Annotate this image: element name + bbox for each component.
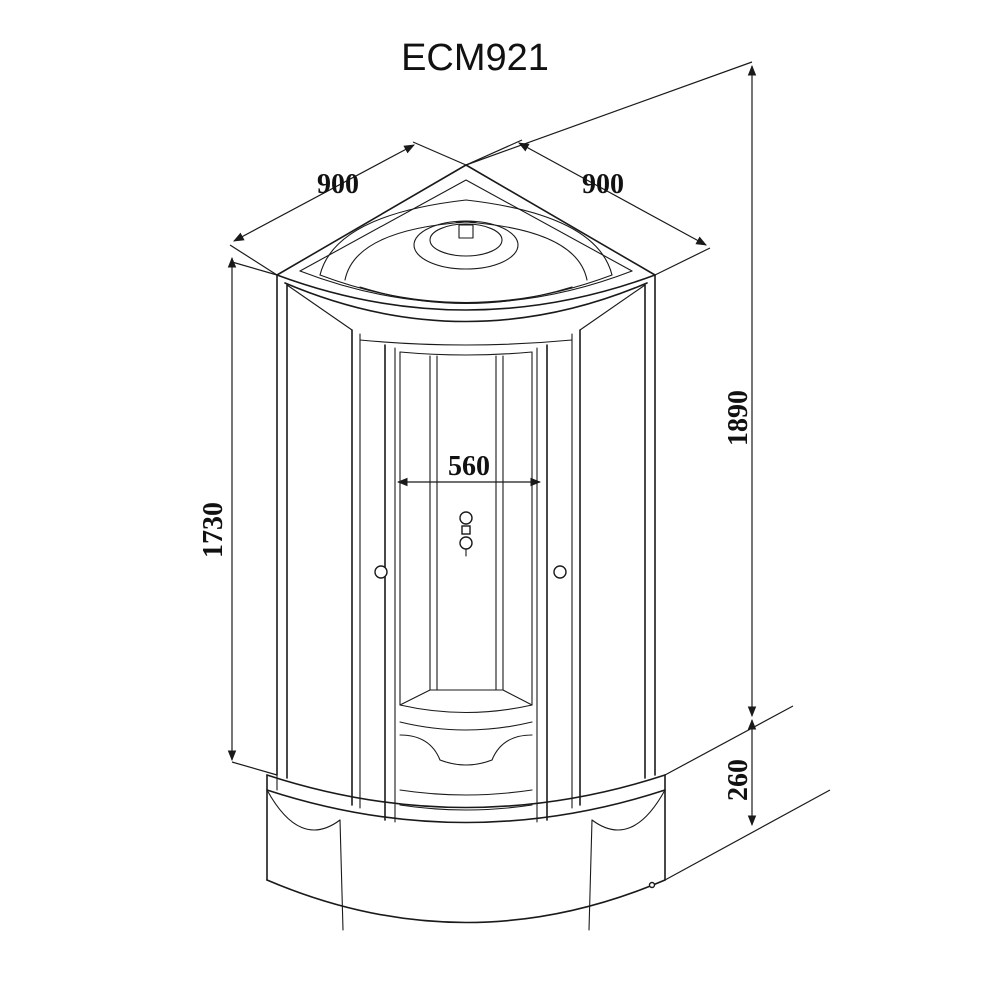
model-title: ECM921 <box>401 37 549 79</box>
rain-shower-head <box>458 224 474 239</box>
dim-label-260: 260 <box>723 759 754 801</box>
tray-base <box>266 774 666 931</box>
dim-label-1890: 1890 <box>723 390 754 446</box>
shower-mixer <box>459 511 473 557</box>
dim-width-left: 900 <box>229 141 467 276</box>
doors <box>359 339 573 823</box>
dim-label-560: 560 <box>448 451 490 482</box>
door-handle-left <box>374 565 388 579</box>
dim-door-opening: 560 <box>396 451 542 487</box>
dim-total-height: 1890 <box>465 61 794 776</box>
dim-tray-height: 260 <box>664 718 831 881</box>
dim-label-900-left: 900 <box>317 169 359 200</box>
left-panel <box>276 274 361 809</box>
dim-cabin-height: 1730 <box>198 256 278 776</box>
right-panel <box>571 274 656 809</box>
door-handle-right <box>553 565 567 579</box>
back-wall <box>399 351 533 706</box>
dim-width-right: 900 <box>465 139 711 276</box>
dim-label-1730: 1730 <box>198 502 229 558</box>
dim-label-900-right: 900 <box>582 169 624 200</box>
tray-interior <box>399 704 533 811</box>
